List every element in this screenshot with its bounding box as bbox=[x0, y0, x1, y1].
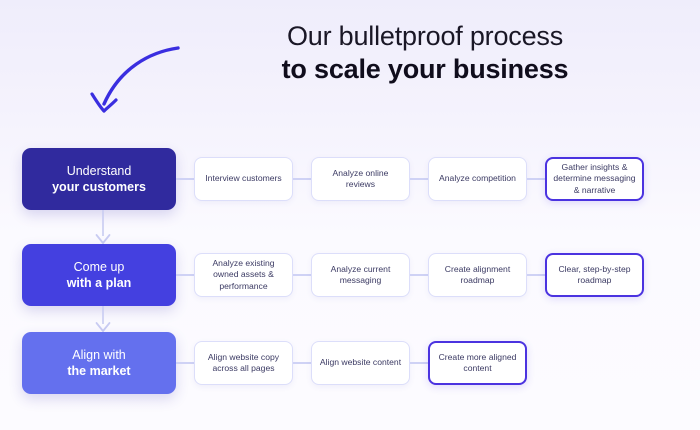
step-label: Create alignment roadmap bbox=[444, 263, 511, 286]
step-box[interactable]: Interview customers bbox=[194, 157, 293, 201]
process-row-3: Align with the market Align website copy… bbox=[0, 332, 700, 394]
step-connector-line bbox=[410, 274, 428, 276]
step-list-row-2: Analyze existing owned assets & performa… bbox=[176, 244, 644, 306]
step-connector-line bbox=[527, 178, 545, 180]
stage-label-line2: the market bbox=[67, 364, 131, 378]
stage-box-come-up-with-a-plan[interactable]: Come up with a plan bbox=[22, 244, 176, 306]
step-box-outcome[interactable]: Create more aligned content bbox=[428, 341, 527, 385]
step-connector-line bbox=[410, 178, 428, 180]
step-box[interactable]: Analyze online reviews bbox=[311, 157, 410, 201]
step-label: Gather insights & determine messaging & … bbox=[553, 161, 636, 195]
stage-label-line2: your customers bbox=[52, 180, 146, 194]
step-label: Analyze current messaging bbox=[330, 263, 391, 286]
step-label: Interview customers bbox=[205, 173, 282, 184]
step-connector-line bbox=[176, 274, 194, 276]
row-connector-arrow-1 bbox=[95, 210, 111, 244]
step-box-outcome[interactable]: Gather insights & determine messaging & … bbox=[545, 157, 644, 201]
step-box[interactable]: Analyze existing owned assets & performa… bbox=[194, 253, 293, 297]
title-line-1: Our bulletproof process bbox=[286, 21, 564, 51]
step-label: Analyze existing owned assets & performa… bbox=[212, 257, 275, 291]
step-label: Create more aligned content bbox=[438, 351, 517, 374]
step-connector-line bbox=[293, 274, 311, 276]
step-connector-line bbox=[293, 178, 311, 180]
stage-label-line1: Come up bbox=[73, 260, 125, 274]
stage-box-understand[interactable]: Understand your customers bbox=[22, 148, 176, 210]
curved-arrow-doodle-icon bbox=[90, 46, 180, 113]
step-box[interactable]: Create alignment roadmap bbox=[428, 253, 527, 297]
step-list-row-3: Align website copy across all pages Align… bbox=[176, 332, 527, 394]
page-title: Our bulletproof process to scale your bu… bbox=[190, 20, 660, 86]
row-connector-arrow-2 bbox=[95, 306, 111, 332]
title-line-2: to scale your business bbox=[281, 54, 569, 84]
stage-label-line1: Understand bbox=[66, 164, 132, 178]
process-row-2: Come up with a plan Analyze existing own… bbox=[0, 244, 700, 306]
step-label: Align website copy across all pages bbox=[207, 351, 280, 374]
step-box[interactable]: Align website content bbox=[311, 341, 410, 385]
step-connector-line bbox=[527, 274, 545, 276]
stage-box-align-with-the-market[interactable]: Align with the market bbox=[22, 332, 176, 394]
step-box[interactable]: Analyze competition bbox=[428, 157, 527, 201]
step-box[interactable]: Analyze current messaging bbox=[311, 253, 410, 297]
stage-label-line1: Align with bbox=[72, 348, 126, 362]
step-label: Clear, step-by-step roadmap bbox=[558, 263, 631, 286]
step-label: Align website content bbox=[319, 357, 402, 368]
step-connector-line bbox=[176, 178, 194, 180]
step-list-row-1: Interview customers Analyze online review… bbox=[176, 148, 644, 210]
step-label: Analyze online reviews bbox=[332, 167, 389, 190]
step-label: Analyze competition bbox=[439, 173, 516, 184]
step-box[interactable]: Align website copy across all pages bbox=[194, 341, 293, 385]
step-connector-line bbox=[410, 362, 428, 364]
process-row-1: Understand your customers Interview cust… bbox=[0, 148, 700, 210]
step-connector-line bbox=[176, 362, 194, 364]
step-connector-line bbox=[293, 362, 311, 364]
step-box-outcome[interactable]: Clear, step-by-step roadmap bbox=[545, 253, 644, 297]
stage-label-line2: with a plan bbox=[66, 276, 132, 290]
